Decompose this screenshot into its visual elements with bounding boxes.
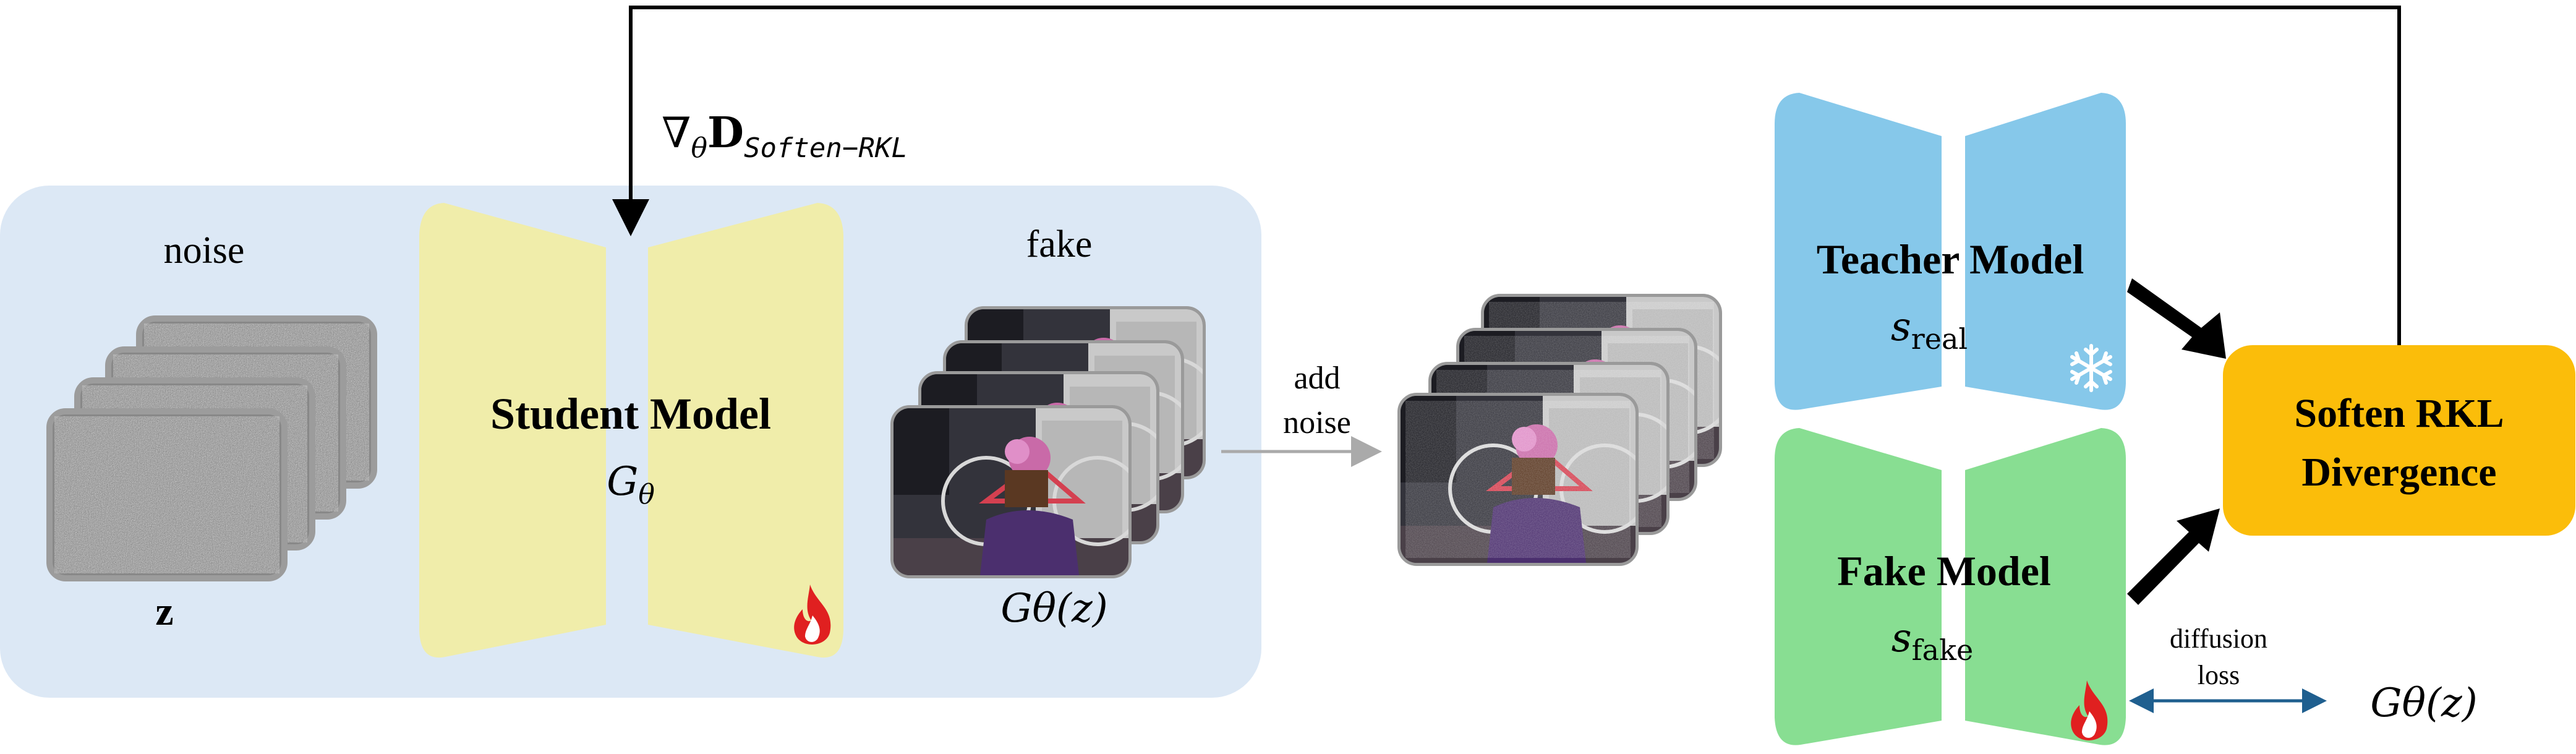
gradient-label: ∇θDSoften−RKL bbox=[662, 108, 908, 164]
fake-model-title: Fake Model bbox=[1837, 547, 2051, 594]
fake-to-divergence-arrow bbox=[2127, 508, 2220, 605]
teacher-decoder-shape bbox=[1965, 93, 2126, 410]
teacher-encoder-shape bbox=[1775, 93, 1942, 410]
diffusion-loss-label-line1: diffusion bbox=[2170, 623, 2267, 654]
teacher-model-title: Teacher Model bbox=[1817, 236, 2084, 283]
flame-icon bbox=[794, 585, 831, 645]
diffusion-loss-target: Gθ(z) bbox=[2370, 680, 2477, 726]
divergence-label-line1: Soften RKL bbox=[2294, 391, 2504, 436]
fake-model-symbol: sfake bbox=[1891, 615, 1973, 667]
student-model-symbol: Gθ bbox=[607, 459, 655, 510]
divergence-label-line2: Divergence bbox=[2301, 450, 2496, 495]
divergence-box bbox=[2223, 345, 2575, 536]
student-decoder-shape bbox=[648, 203, 843, 658]
snowflake-icon bbox=[2070, 344, 2112, 392]
z-label: z bbox=[155, 589, 173, 634]
add-noise-label-line1: add bbox=[1294, 361, 1340, 396]
student-output-label: Gθ(z) bbox=[1000, 586, 1107, 632]
teacher-to-divergence-arrow bbox=[2127, 278, 2226, 359]
student-model-title: Student Model bbox=[490, 389, 771, 439]
add-noise-label-line2: noise bbox=[1283, 405, 1351, 440]
student-encoder-shape bbox=[419, 203, 606, 658]
diffusion-loss-label-line2: loss bbox=[2198, 660, 2240, 690]
fake-decoder-shape bbox=[1965, 428, 2126, 745]
noise-label: noise bbox=[164, 229, 245, 272]
fake-encoder-shape bbox=[1775, 428, 1942, 745]
flame-icon bbox=[2071, 680, 2108, 740]
gradient-feedback-arrow bbox=[612, 6, 2401, 345]
fake-label: fake bbox=[1026, 223, 1093, 265]
noisy-photo-stack bbox=[1401, 297, 1731, 563]
teacher-model-symbol: sreal bbox=[1891, 304, 1968, 356]
